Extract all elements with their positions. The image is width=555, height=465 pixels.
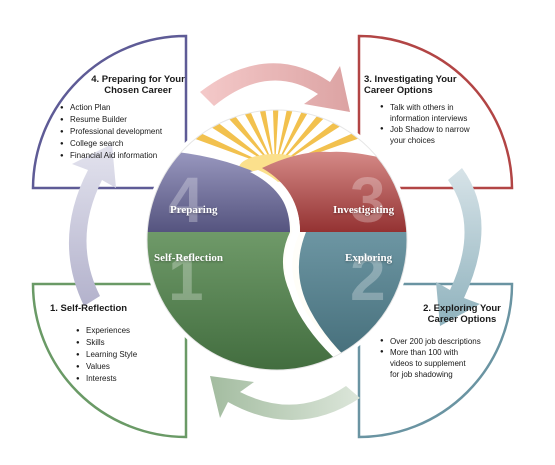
number-4: 4	[168, 164, 204, 236]
list-item: Job Shadow to narrow	[380, 124, 470, 135]
card-self-reflection-list: Experiences Skills Learning Style Values…	[76, 325, 137, 385]
list-item: Financial Aid information	[60, 150, 162, 162]
list-item: Experiences	[76, 325, 137, 337]
segment-preparing	[147, 150, 290, 232]
number-1: 1	[168, 242, 204, 314]
list-item: College search	[60, 138, 162, 150]
card-preparing-list: Action Plan Resume Builder Professional …	[60, 102, 162, 162]
label-exploring: Exploring	[345, 252, 393, 264]
number-3: 3	[350, 164, 386, 236]
label-self-reflection: Self-Reflection	[154, 252, 224, 264]
card-investigating-title: 3. Investigating Your Career Options	[364, 74, 457, 96]
arrow-left	[68, 144, 116, 306]
card-exploring-border	[357, 282, 514, 439]
list-item-continuation: for job shadowing	[390, 370, 453, 379]
card-investigating-list: Talk with others in information intervie…	[380, 102, 470, 146]
arrow-top	[200, 63, 350, 112]
list-item-continuation: videos to supplement	[390, 359, 466, 368]
list-item: Values	[76, 361, 137, 373]
wheel: 4 3 1 2	[147, 110, 407, 370]
number-2: 2	[350, 242, 386, 314]
card-self-reflection-title: 1. Self-Reflection	[50, 303, 128, 314]
list-item: Action Plan	[60, 102, 162, 114]
label-investigating: Investigating	[333, 204, 395, 216]
list-item: Professional development	[60, 126, 162, 138]
arrow-bottom	[210, 376, 360, 421]
card-exploring-list: Over 200 job descriptions More than 100 …	[380, 336, 481, 380]
card-exploring-title: 2. Exploring Your Career Options	[423, 303, 501, 325]
segment-investigating	[262, 151, 407, 232]
list-item: Talk with others in	[380, 102, 470, 113]
list-item: Over 200 job descriptions	[380, 336, 481, 347]
list-item: Learning Style	[76, 349, 137, 361]
card-preparing-title: 4. Preparing for Your Chosen Career	[91, 74, 185, 96]
list-item: Resume Builder	[60, 114, 162, 126]
arrow-right	[436, 168, 482, 326]
list-item: More than 100 with	[380, 347, 481, 358]
wheel-outline	[146, 109, 408, 371]
list-item-continuation: information interviews	[390, 114, 468, 123]
list-item-continuation: your choices	[390, 136, 435, 145]
label-preparing: Preparing	[170, 204, 218, 216]
list-item: Interests	[76, 373, 137, 385]
list-item: Skills	[76, 337, 137, 349]
